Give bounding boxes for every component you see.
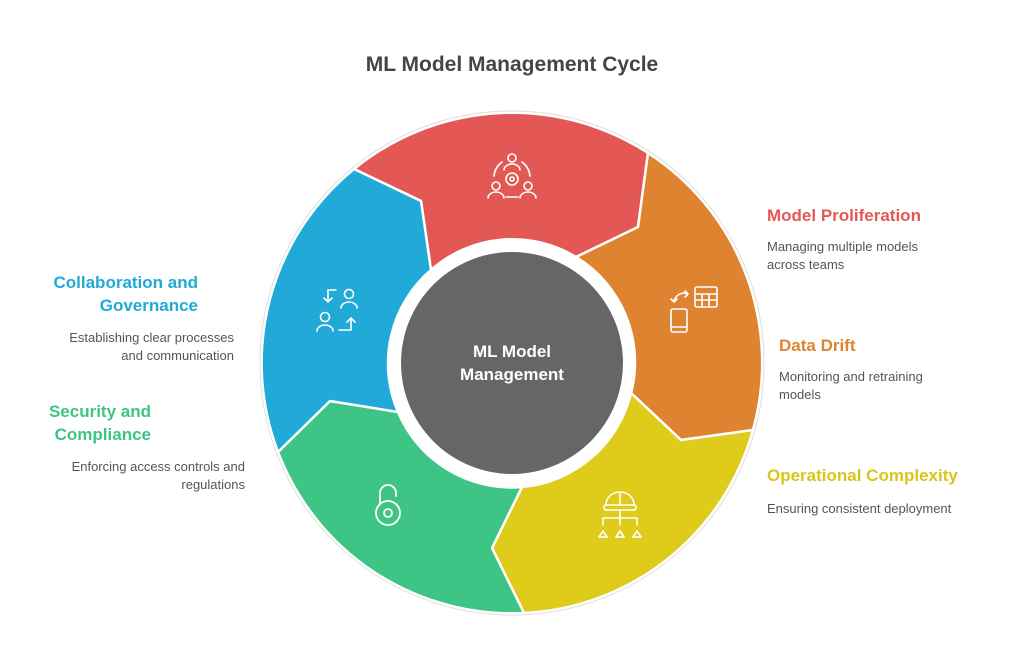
desc-line: and communication: [121, 348, 234, 363]
label-line: Security and: [48, 402, 151, 421]
desc-line: Establishing clear processes: [69, 330, 234, 345]
desc-line: Monitoring and retraining: [779, 369, 923, 384]
center-label-line2: Management: [460, 365, 564, 384]
desc-line: Enforcing access controls and: [71, 459, 245, 474]
people-exchange-icon: [316, 288, 358, 332]
desc-line: regulations: [181, 477, 245, 492]
label-line: Governance: [99, 296, 198, 315]
desc-line: across teams: [767, 257, 845, 272]
desc-line: Managing multiple models: [767, 239, 919, 254]
device-sync-table-icon: [670, 286, 718, 333]
desc-line: Ensuring consistent deployment: [767, 501, 952, 516]
label-line: Collaboration and: [53, 273, 199, 292]
team-gear-icon: [487, 153, 537, 199]
label-operational-complexity: Operational Complexity: [767, 466, 958, 485]
desc-collaboration-governance: Establishing clear processes and communi…: [69, 329, 234, 365]
hardhat-hierarchy-icon: [597, 491, 643, 538]
desc-data-drift: Monitoring and retraining models: [779, 368, 923, 404]
label-collaboration-governance: Collaboration and Governance: [54, 271, 199, 317]
center-label-line1: ML Model: [472, 342, 552, 361]
label-line: Compliance: [54, 425, 151, 444]
label-data-drift: Data Drift: [779, 336, 856, 355]
desc-model-proliferation: Managing multiple models across teams: [767, 238, 918, 274]
segment-security-compliance: [276, 399, 526, 615]
unlock-icon: [375, 484, 401, 526]
desc-security-compliance: Enforcing access controls and regulation…: [72, 458, 245, 494]
label-security-compliance: Security and Compliance: [49, 400, 151, 446]
hub-circle: [401, 252, 623, 474]
diagram-title: ML Model Management Cycle: [365, 53, 659, 76]
desc-line: models: [779, 387, 821, 402]
label-model-proliferation: Model Proliferation: [767, 206, 921, 225]
desc-operational-complexity: Ensuring consistent deployment: [767, 500, 951, 518]
